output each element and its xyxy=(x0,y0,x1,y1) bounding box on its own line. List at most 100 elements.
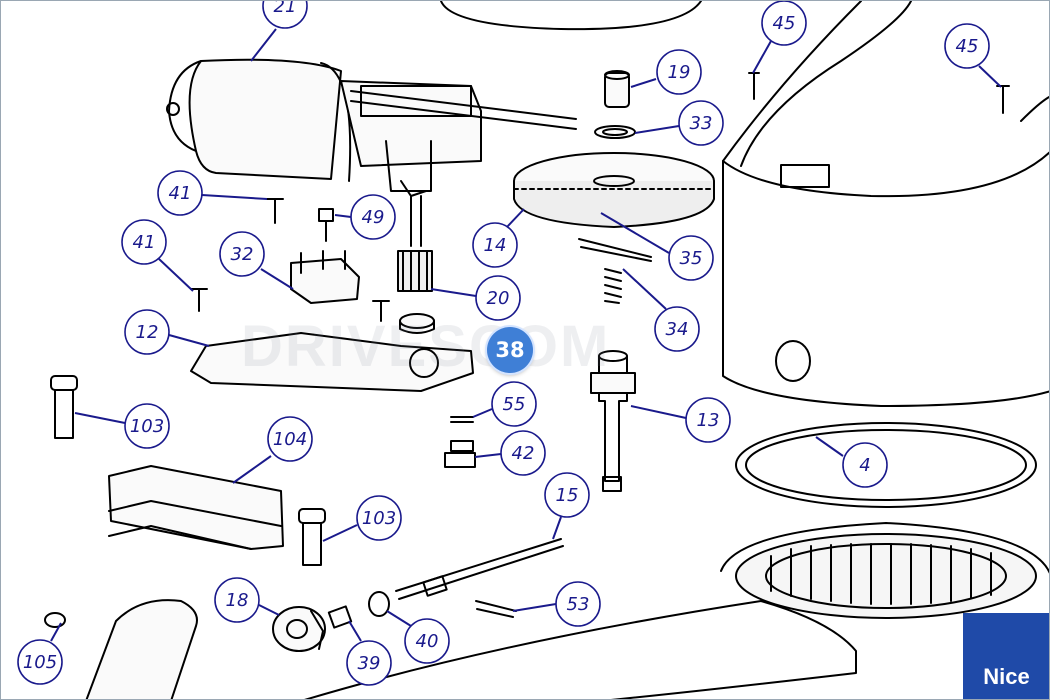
callout-label-21: 21 xyxy=(274,1,297,17)
callout-4[interactable]: 4 xyxy=(815,436,888,488)
leader-line-32 xyxy=(260,268,294,290)
callout-20[interactable]: 20 xyxy=(430,275,521,321)
callout-105[interactable]: 105 xyxy=(17,622,63,685)
callout-circle-55[interactable] xyxy=(491,381,537,427)
callout-label-55: 55 xyxy=(503,394,526,415)
callout-circle-15[interactable] xyxy=(544,472,590,518)
callout-circle-41a[interactable] xyxy=(157,170,203,216)
part-38-badge[interactable]: 38 xyxy=(487,327,533,373)
callout-15[interactable]: 15 xyxy=(544,472,590,540)
callout-circle-103b[interactable] xyxy=(356,495,402,541)
base-housing xyxy=(304,522,1049,699)
callout-circle-33[interactable] xyxy=(678,100,724,146)
set-screw-part-39 xyxy=(327,605,353,629)
callout-32[interactable]: 32 xyxy=(219,231,294,290)
callout-40[interactable]: 40 xyxy=(386,610,450,664)
leader-line-18 xyxy=(258,604,280,616)
callout-label-103b: 103 xyxy=(362,508,396,529)
callout-label-103a: 103 xyxy=(130,416,164,437)
clip-part-105 xyxy=(44,612,66,628)
callout-34[interactable]: 34 xyxy=(622,268,700,352)
leader-line-103b xyxy=(322,524,358,542)
callout-103a[interactable]: 103 xyxy=(74,403,170,449)
callout-41a[interactable]: 41 xyxy=(157,170,268,216)
callout-circle-49[interactable] xyxy=(350,194,396,240)
leader-line-104 xyxy=(232,455,272,484)
callout-circle-4[interactable] xyxy=(842,442,888,488)
callout-label-15: 15 xyxy=(556,485,579,506)
callout-circle-105[interactable] xyxy=(17,639,63,685)
callout-45b[interactable]: 45 xyxy=(944,23,1002,88)
callout-circle-19[interactable] xyxy=(656,49,702,95)
wheel-part-18 xyxy=(272,606,326,652)
callout-49[interactable]: 49 xyxy=(334,194,396,240)
callout-circle-53[interactable] xyxy=(555,581,601,627)
callout-circle-41b[interactable] xyxy=(121,219,167,265)
callout-33[interactable]: 33 xyxy=(634,100,724,146)
callout-42[interactable]: 42 xyxy=(474,430,546,476)
callout-35[interactable]: 35 xyxy=(600,212,714,281)
callout-103b[interactable]: 103 xyxy=(322,495,402,542)
callout-label-40: 40 xyxy=(416,631,439,652)
gear-part-14 xyxy=(513,152,715,228)
callout-circle-18[interactable] xyxy=(214,577,260,623)
callout-14[interactable]: 14 xyxy=(472,208,525,268)
callout-circle-42[interactable] xyxy=(500,430,546,476)
screw-part-41a xyxy=(266,198,284,224)
leader-line-14 xyxy=(506,208,525,228)
callout-label-41b: 41 xyxy=(133,232,156,253)
callout-circle-45b[interactable] xyxy=(944,23,990,69)
callout-circle-13[interactable] xyxy=(685,397,731,443)
callout-circle-35[interactable] xyxy=(668,235,714,281)
callout-53[interactable]: 53 xyxy=(512,581,601,627)
callout-circle-34[interactable] xyxy=(654,306,700,352)
callout-19[interactable]: 19 xyxy=(630,49,702,95)
callout-label-49: 49 xyxy=(362,207,385,228)
callout-12[interactable]: 12 xyxy=(124,309,210,355)
callout-21[interactable]: 21 xyxy=(250,1,308,62)
leader-line-13 xyxy=(630,405,687,419)
leader-line-33 xyxy=(634,125,680,134)
callout-41b[interactable]: 41 xyxy=(121,219,194,292)
upper-housing-edge xyxy=(440,1,702,31)
callout-label-39: 39 xyxy=(358,653,381,674)
callout-39[interactable]: 39 xyxy=(346,620,392,686)
callout-label-4: 4 xyxy=(859,455,870,476)
callout-label-45a: 45 xyxy=(773,13,796,34)
leader-line-42 xyxy=(474,453,502,458)
callout-circle-20[interactable] xyxy=(475,275,521,321)
pin-part-103b xyxy=(298,508,326,566)
screw-part-41b xyxy=(190,288,208,312)
callout-circle-32[interactable] xyxy=(219,231,265,277)
callout-45a[interactable]: 45 xyxy=(752,1,807,74)
callout-circle-39[interactable] xyxy=(346,640,392,686)
callout-circle-21[interactable] xyxy=(262,1,308,29)
leader-line-55 xyxy=(472,408,493,418)
callout-label-32: 32 xyxy=(231,244,254,265)
callout-circle-104[interactable] xyxy=(267,416,313,462)
nice-logo: Nice xyxy=(963,613,1049,699)
callout-label-105: 105 xyxy=(23,652,57,673)
leader-line-4 xyxy=(815,436,844,457)
callout-label-35: 35 xyxy=(680,248,703,269)
callout-55[interactable]: 55 xyxy=(472,381,537,427)
pin-part-53 xyxy=(475,600,517,618)
spring-part-55 xyxy=(450,416,474,423)
leader-line-40 xyxy=(386,610,412,627)
callout-104[interactable]: 104 xyxy=(232,416,313,484)
leader-line-53 xyxy=(512,603,557,612)
callout-circle-14[interactable] xyxy=(472,222,518,268)
callout-circle-12[interactable] xyxy=(124,309,170,355)
callout-18[interactable]: 18 xyxy=(214,577,280,623)
cam-block-part-32 xyxy=(290,250,360,304)
callout-circle-45a[interactable] xyxy=(761,1,807,46)
callout-13[interactable]: 13 xyxy=(630,397,731,443)
callout-label-42: 42 xyxy=(512,443,535,464)
leader-line-41b xyxy=(158,258,194,292)
lower-arm-left xyxy=(85,599,198,699)
callout-circle-40[interactable] xyxy=(404,618,450,664)
shaft-part-13 xyxy=(590,350,636,492)
callout-circle-103a[interactable] xyxy=(124,403,170,449)
